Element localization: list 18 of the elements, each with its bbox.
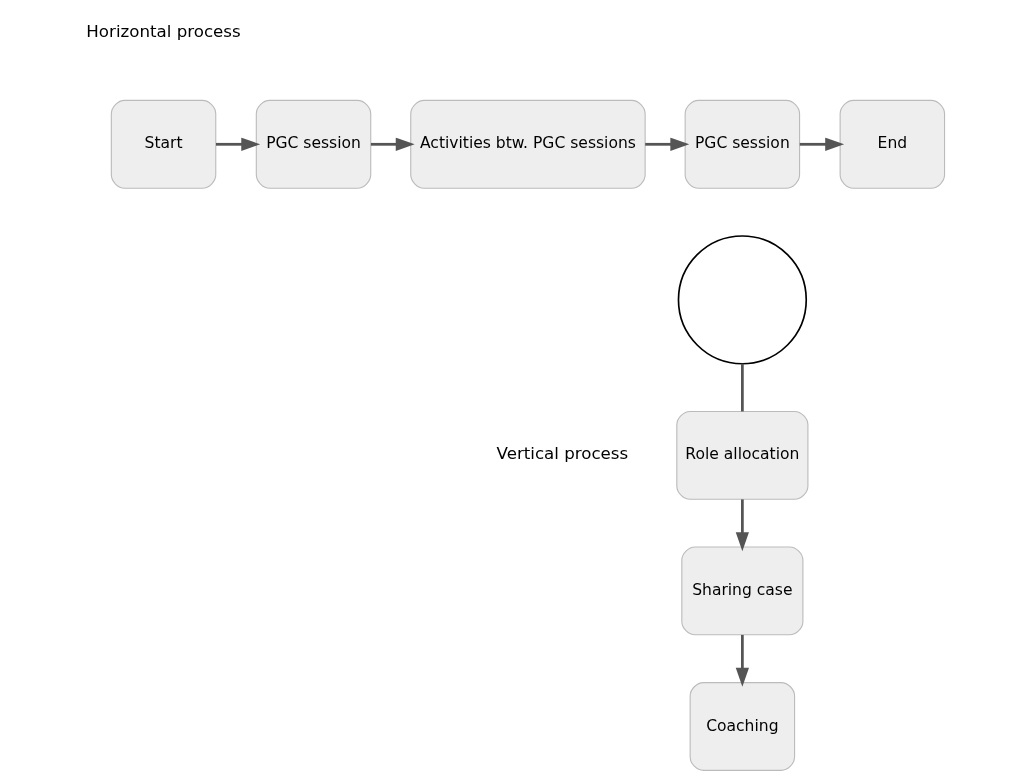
arrow [644, 137, 689, 151]
node-box: Coaching [689, 682, 795, 771]
arrow [735, 499, 749, 552]
node-box: PGC session [255, 99, 371, 189]
arrow [799, 137, 844, 151]
node-box: Sharing case [680, 546, 803, 636]
arrow [370, 137, 415, 151]
node-box: PGC session [684, 99, 800, 189]
node-box: Role allocation [675, 410, 808, 500]
arrow [735, 634, 749, 687]
label: Horizontal process [85, 21, 241, 41]
node-circle [677, 235, 807, 365]
node-box: End [839, 99, 945, 189]
arrow [215, 137, 260, 151]
label: Vertical process [496, 444, 628, 464]
node-box: Start [110, 99, 216, 189]
connector [740, 363, 744, 412]
node-box: Activities btw. PGC sessions [409, 99, 646, 189]
